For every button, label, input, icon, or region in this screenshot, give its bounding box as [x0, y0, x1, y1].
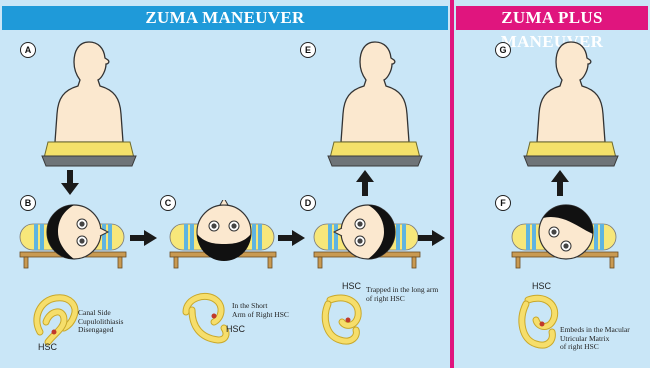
arrow-f-to-g: [550, 170, 570, 196]
seated-patient-g: [512, 38, 630, 168]
arrow-d-to-e: [355, 170, 375, 196]
arrow-d-next: [418, 230, 446, 246]
caption-b-line3: Disengaged: [78, 326, 123, 335]
caption-d: Trapped in the long arm of right HSC: [366, 286, 438, 303]
caption-c-line2: Arm of Right HSC: [232, 311, 289, 320]
lying-patient-d: [312, 200, 424, 272]
arrow-b-to-c: [130, 230, 158, 246]
zuma-plus-header: ZUMA PLUS MANEUVER: [456, 6, 648, 30]
seated-patient-a: [30, 38, 148, 168]
caption-f-line3: of right HSC: [560, 343, 630, 352]
seated-patient-e: [316, 38, 434, 168]
step-f-marker: F: [495, 195, 511, 211]
caption-b: Canal Side Cupulolithiasis Disengaged: [78, 309, 123, 335]
inner-ear-c: [178, 290, 238, 350]
lying-patient-b: [18, 200, 130, 272]
hsc-label-f: HSC: [532, 281, 551, 291]
lying-patient-c: [168, 200, 280, 272]
caption-d-line2: of right HSC: [366, 295, 438, 304]
arrow-a-to-b: [60, 170, 80, 196]
hsc-label-d: HSC: [342, 281, 361, 291]
caption-f: Embeds in the Macular Utricular Matrix o…: [560, 326, 630, 352]
arrow-c-to-d: [278, 230, 306, 246]
zuma-header: ZUMA MANEUVER: [2, 6, 448, 30]
step-g-marker: G: [495, 42, 511, 58]
caption-c: In the Short Arm of Right HSC: [232, 302, 289, 319]
panel-divider: [450, 0, 454, 368]
lying-patient-f: [510, 200, 622, 272]
hsc-label-c: HSC: [226, 324, 245, 334]
hsc-label-b: HSC: [38, 342, 57, 352]
step-e-marker: E: [300, 42, 316, 58]
